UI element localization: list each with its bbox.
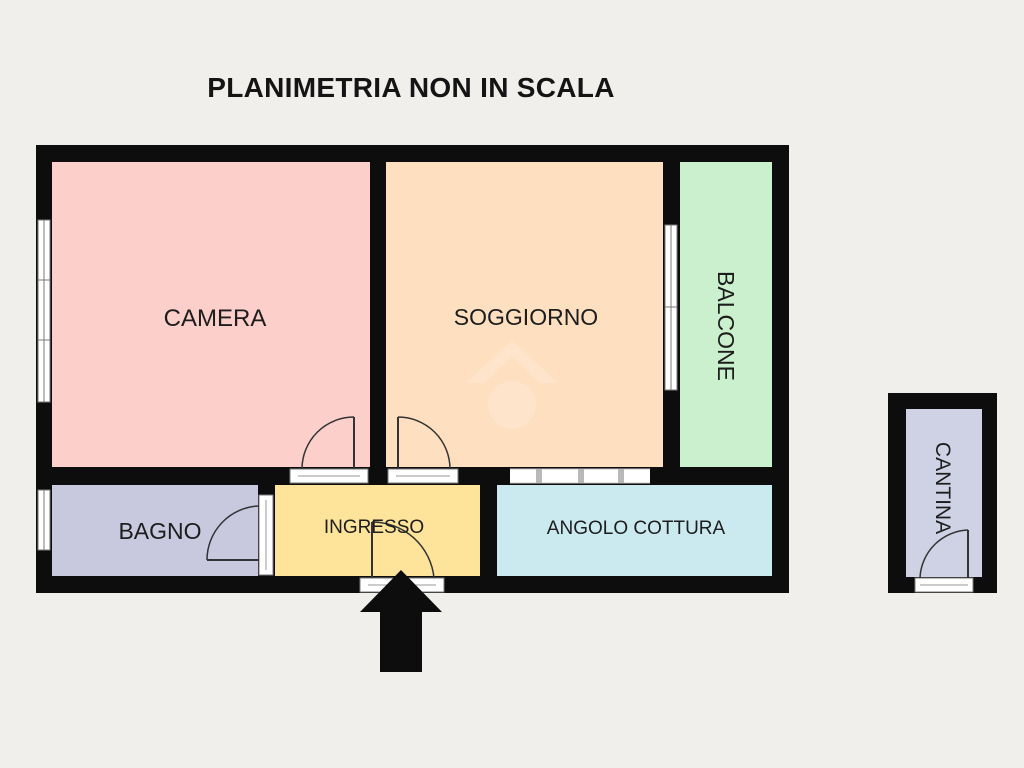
label-bagno: BAGNO <box>118 518 201 544</box>
entrance-arrow-icon <box>360 570 442 672</box>
door-soggiorno <box>387 416 459 484</box>
room-balcone <box>680 162 772 467</box>
label-soggiorno: SOGGIORNO <box>454 304 598 330</box>
label-ingresso: INGRESSO <box>324 517 424 538</box>
room-soggiorno <box>386 162 663 467</box>
room-angolo-cottura <box>497 485 772 576</box>
label-cantina: CANTINA <box>931 442 954 534</box>
door-bagno <box>206 494 274 576</box>
door-camera <box>289 416 369 484</box>
window-bagno <box>37 489 51 551</box>
opening-soggiorno-cucina <box>510 468 650 484</box>
page-title: PLANIMETRIA NON IN SCALA <box>207 72 615 103</box>
window-camera <box>37 219 51 403</box>
label-angolo-cottura: ANGOLO COTTURA <box>547 518 726 539</box>
room-ingresso <box>275 485 480 576</box>
label-balcone: BALCONE <box>713 271 739 381</box>
room-camera <box>52 162 370 467</box>
label-camera: CAMERA <box>164 305 267 332</box>
door-cantina <box>914 529 974 593</box>
window-balcone <box>664 224 678 391</box>
watermark-logo <box>466 340 558 429</box>
room-cantina <box>906 409 982 577</box>
